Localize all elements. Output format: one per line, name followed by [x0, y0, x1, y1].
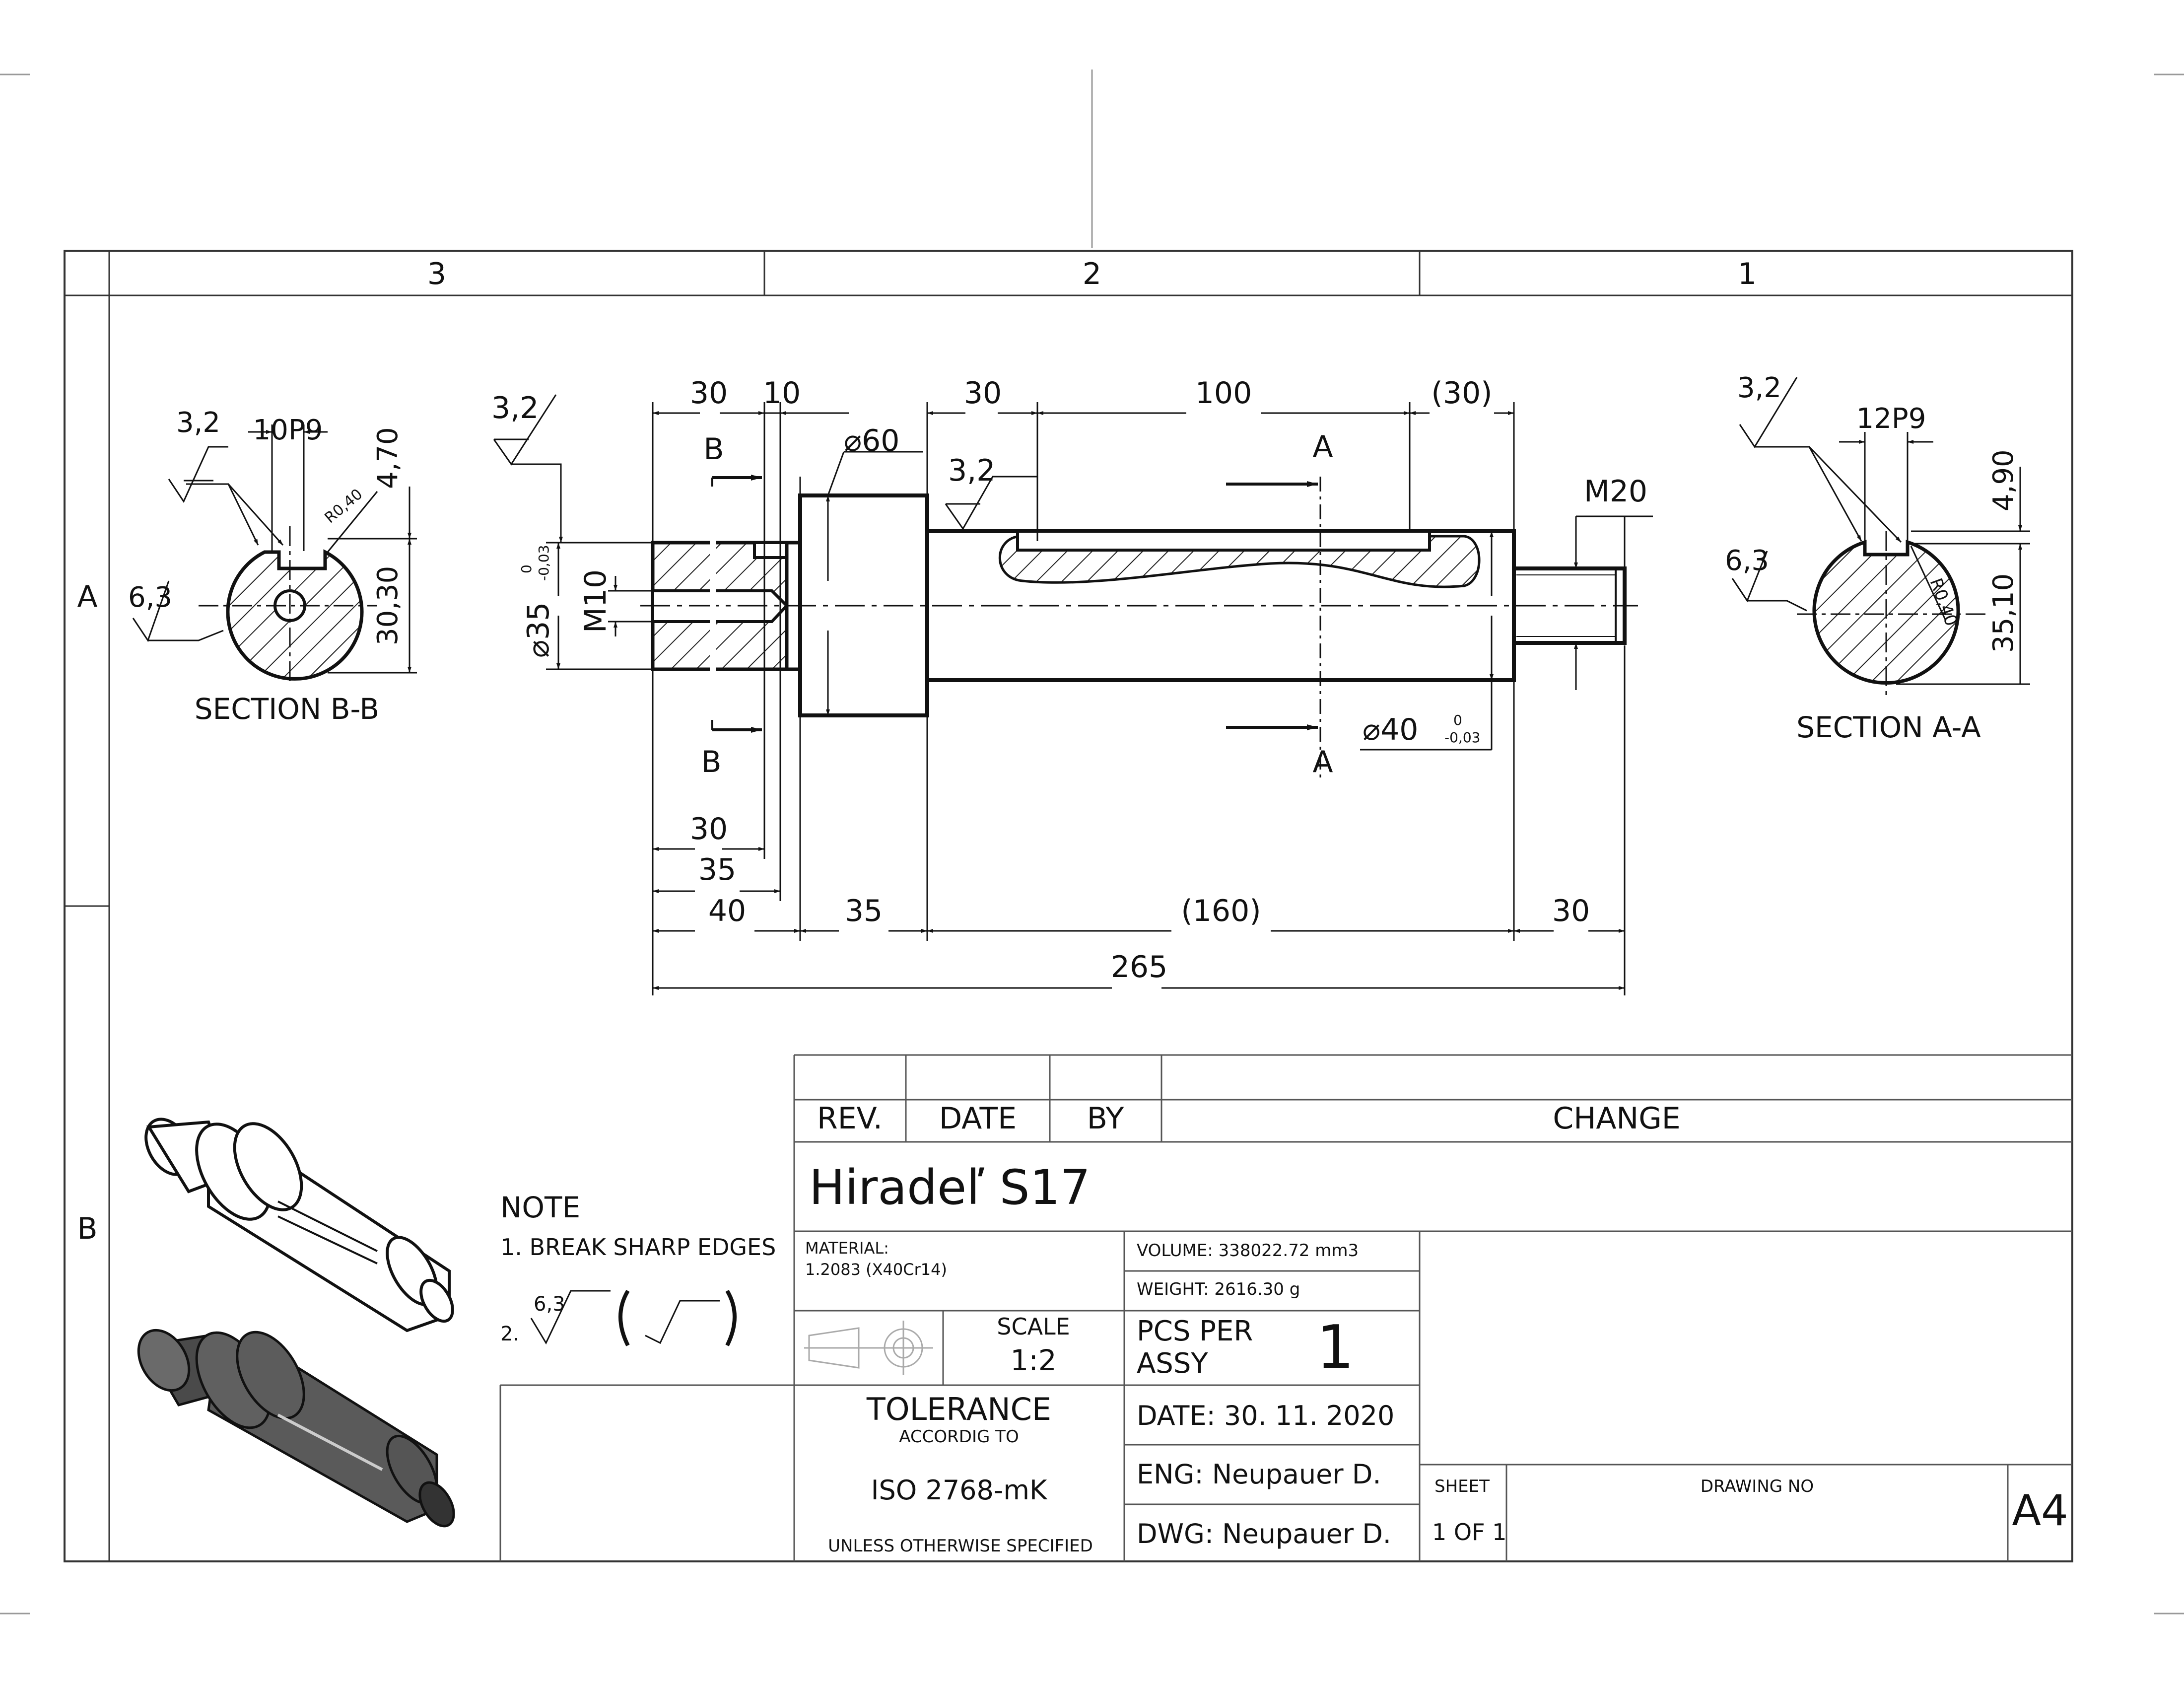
roughness-left: 3,2 [491, 391, 539, 425]
pcs-value: 1 [1316, 1313, 1354, 1382]
dim-top-30b: 30 [964, 376, 1002, 411]
isometric-line-view [144, 1118, 454, 1333]
dim-bottom-30: 30 [690, 812, 728, 846]
section-b-title: SECTION B-B [195, 692, 379, 726]
sheet-size: A4 [2012, 1486, 2068, 1536]
cut-a-top: A [1312, 429, 1333, 464]
pcs-label-2: ASSY [1137, 1347, 1208, 1380]
rev-header: REV. [817, 1101, 883, 1136]
material-label: MATERIAL: [805, 1239, 889, 1258]
notes-title: NOTE [500, 1191, 580, 1224]
section-a-a: 3,2 12P9 R0,40 4,90 35,10 6,3 SECTION A-… [1725, 372, 2030, 744]
section-a-keyway-dim: 12P9 [1856, 403, 1926, 435]
cut-b-bottom: B [701, 745, 721, 779]
main-view: 3,2 3,2 30 10 30 100 (30) ⌀60 B B A A M2… [491, 376, 1653, 995]
dim-bottom-40: 40 [708, 894, 746, 928]
zone-col-1: 1 [1738, 257, 1757, 291]
dim-top-100: 100 [1195, 376, 1252, 411]
date-header: DATE [939, 1101, 1017, 1136]
title-block [499, 1054, 2072, 1561]
isometric-shaded-view [137, 1329, 455, 1528]
section-a-height-dim: 35,10 [1987, 573, 2020, 653]
zone-labels: 3 2 1 A B [77, 257, 1757, 1246]
change-header: CHANGE [1553, 1101, 1680, 1136]
scale-value: 1:2 [1010, 1343, 1056, 1377]
date-value: DATE: 30. 11. 2020 [1137, 1400, 1394, 1431]
dim-total-265: 265 [1111, 950, 1168, 985]
cut-a-bottom: A [1312, 745, 1333, 779]
dwg-value: DWG: Neupauer D. [1137, 1518, 1391, 1549]
volume: VOLUME: 338022.72 mm3 [1137, 1241, 1359, 1261]
zone-col-3: 3 [427, 257, 446, 291]
by-header: BY [1087, 1101, 1124, 1136]
eng-value: ENG: Neupauer D. [1137, 1459, 1381, 1490]
trim-marks [0, 70, 2184, 1615]
section-a-roughness-side: 6,3 [1725, 545, 1769, 577]
dim-bottom-160-ref: (160) [1181, 894, 1261, 928]
notes: NOTE 1. BREAK SHARP EDGES 2. 6,3 [500, 1191, 776, 1346]
notes-item-2-number: 2. [500, 1323, 519, 1345]
dia-40: ⌀40 [1363, 712, 1418, 747]
section-b-radius: R0,40 [322, 486, 366, 527]
section-b-roughness-top: 3,2 [176, 407, 220, 439]
dim-bottom-30b: 30 [1552, 894, 1590, 928]
sheet-label: SHEET [1434, 1477, 1490, 1496]
zone-row-b: B [77, 1211, 97, 1246]
frame [64, 250, 2073, 1562]
dim-top-30a: 30 [690, 376, 728, 411]
section-b-b: 3,2 10P9 R0,40 4,70 30,30 6,3 SECTION B-… [128, 407, 417, 726]
roughness-mid: 3,2 [948, 453, 995, 488]
tol-40-lower: -0,03 [1444, 729, 1480, 746]
dim-top-10: 10 [763, 376, 801, 411]
tol-35-upper: 0 [518, 564, 535, 573]
tolerance-icon [804, 1321, 933, 1375]
cut-b-top: B [703, 432, 724, 467]
sheet-value: 1 OF 1 [1432, 1519, 1506, 1546]
section-b-keyway-dim: 10P9 [253, 414, 323, 446]
tolerance-accordig: ACCORDIG TO [899, 1427, 1019, 1447]
pcs-label-1: PCS PER [1137, 1315, 1253, 1347]
section-a-depth-dim: 4,90 [1987, 449, 2020, 511]
notes-item-1: 1. BREAK SHARP EDGES [500, 1234, 776, 1261]
dim-bottom-35: 35 [698, 852, 736, 887]
m10: M10 [578, 569, 613, 633]
dim-top-30-ref: (30) [1431, 376, 1492, 411]
dia-60: ⌀60 [844, 423, 899, 458]
section-b-roughness-side: 6,3 [128, 581, 172, 614]
weight: WEIGHT: 2616.30 g [1137, 1279, 1300, 1299]
section-b-height-dim: 30,30 [372, 566, 404, 645]
m20: M20 [1584, 474, 1647, 509]
tol-40-upper: 0 [1453, 712, 1462, 728]
drawing-title: Hiradeľ S17 [809, 1160, 1091, 1215]
section-a-title: SECTION A-A [1796, 710, 1981, 744]
tolerance-iso: ISO 2768-mK [871, 1475, 1048, 1506]
notes-item-2-roughness: 6,3 [534, 1293, 565, 1316]
section-a-roughness-top: 3,2 [1737, 372, 1781, 404]
zone-col-2: 2 [1083, 257, 1101, 291]
section-b-depth-dim: 4,70 [372, 427, 404, 489]
scale-label: SCALE [997, 1313, 1070, 1340]
tolerance-title: TOLERANCE [866, 1391, 1051, 1427]
material-value: 1.2083 (X40Cr14) [805, 1260, 947, 1279]
title-block-text: REV. DATE BY CHANGE Hiradeľ S17 MATERIAL… [805, 1101, 2068, 1556]
zone-row-a: A [77, 579, 97, 614]
tol-35-lower: -0,03 [536, 545, 552, 581]
dim-bottom-35b: 35 [845, 894, 883, 928]
drawing-no-label: DRAWING NO [1701, 1477, 1814, 1496]
dia-35: ⌀35 [521, 602, 556, 658]
tolerance-unless: UNLESS OTHERWISE SPECIFIED [828, 1536, 1093, 1556]
